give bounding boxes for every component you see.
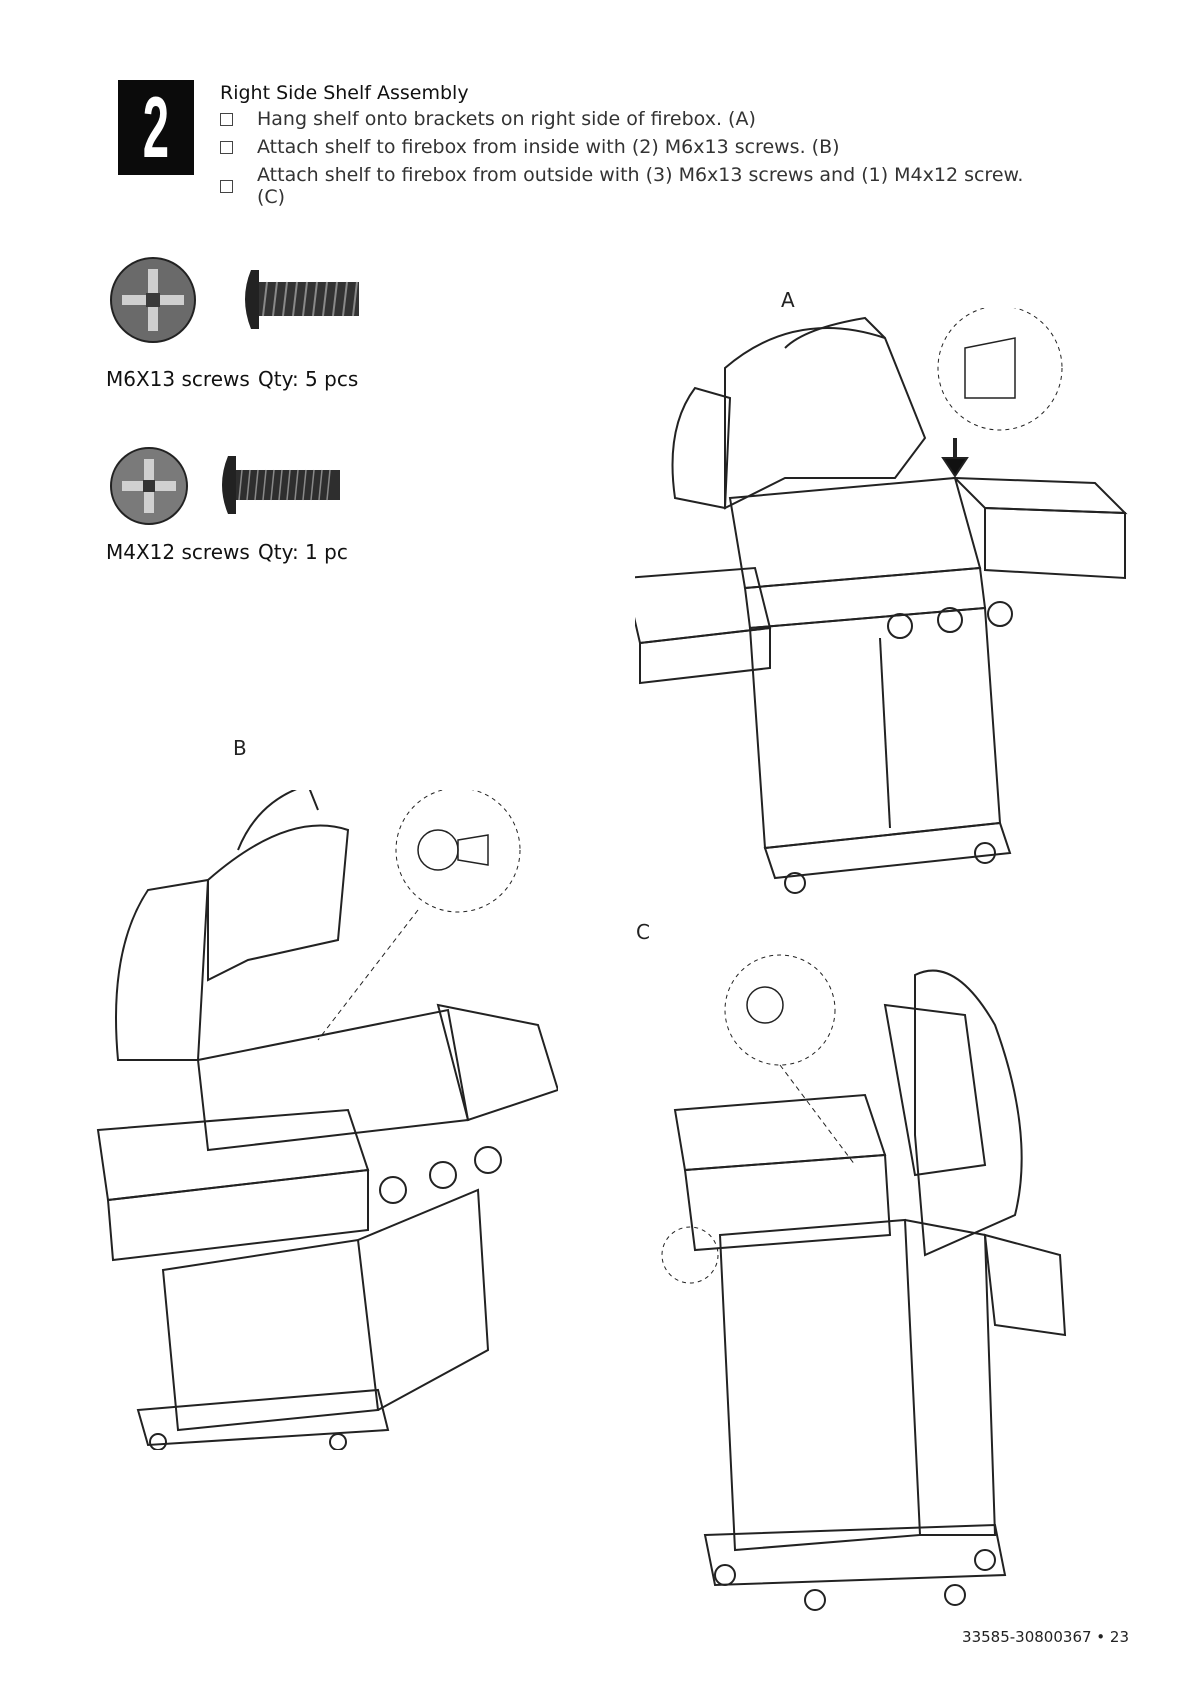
hardware-name: M4X12 screws xyxy=(106,540,250,564)
instruction-text: Attach shelf to firebox from outside wit… xyxy=(257,164,1024,208)
step-number-badge: 2 xyxy=(118,80,194,175)
checkbox-icon xyxy=(220,140,233,154)
hardware-qty: Qty: 5 pcs xyxy=(258,367,359,391)
figure-c-grill-illustration xyxy=(655,935,1115,1615)
figure-a-grill-illustration xyxy=(635,308,1150,898)
m6x13-screw-side-icon xyxy=(237,262,367,337)
step-title: Right Side Shelf Assembly xyxy=(220,82,469,104)
m4x12-screw-side-icon xyxy=(214,450,344,520)
step-number: 2 xyxy=(142,79,170,176)
figure-label-b: B xyxy=(233,736,247,760)
instruction-text: Hang shelf onto brackets on right side o… xyxy=(257,108,756,130)
checkbox-icon xyxy=(220,112,233,126)
instruction-item: Attach shelf to firebox from outside wit… xyxy=(220,164,1040,208)
instruction-text: Attach shelf to firebox from inside with… xyxy=(257,136,840,158)
hardware-name: M6X13 screws xyxy=(106,367,250,391)
page-number: 33585-30800367 • 23 xyxy=(962,1628,1129,1646)
figure-label-c: C xyxy=(636,920,650,944)
figure-label-a: A xyxy=(781,288,795,312)
hardware-qty: Qty: 1 pc xyxy=(258,540,348,564)
m6x13-screw-head-icon xyxy=(108,255,198,345)
m4x12-screw-head-icon xyxy=(108,445,190,527)
figure-b-grill-illustration xyxy=(88,790,558,1450)
checkbox-icon xyxy=(220,179,233,193)
instruction-item: Attach shelf to firebox from inside with… xyxy=(220,136,1040,158)
instruction-item: Hang shelf onto brackets on right side o… xyxy=(220,108,1040,130)
